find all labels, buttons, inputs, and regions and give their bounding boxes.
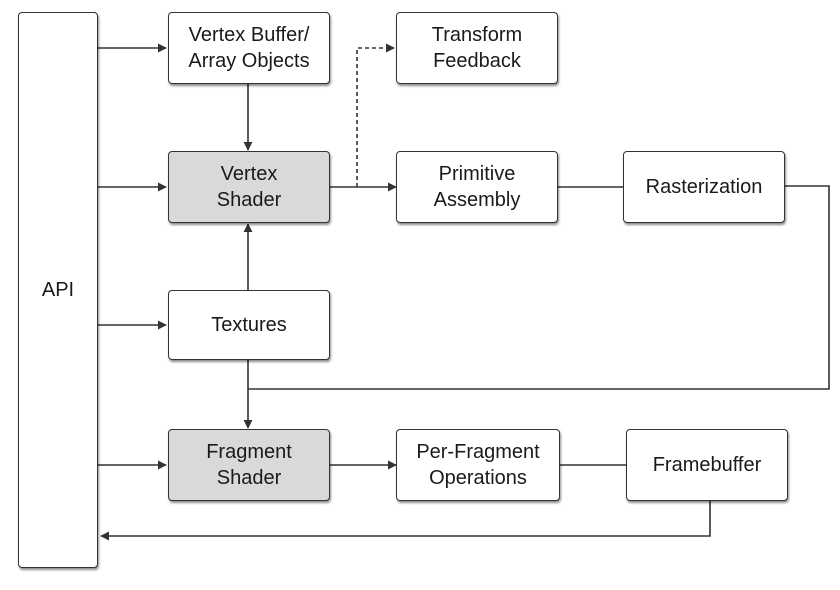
edge-rasterization-fragment-shader: [248, 185, 830, 390]
vertex-buffer-array-objects-box: Vertex Buffer/ Array Objects: [168, 12, 330, 84]
fragment-shader-box: Fragment Shader: [168, 429, 330, 501]
vertex-shader-box: Vertex Shader: [168, 151, 330, 223]
primitive-assembly-box: Primitive Assembly: [396, 151, 558, 223]
edge-vertex-shader-transform-feedback: [356, 43, 395, 187]
edge-framebuffer-api: [100, 501, 711, 541]
textures-box: Textures: [168, 290, 330, 360]
rasterization-box: Rasterization: [623, 151, 785, 223]
api-box: API: [18, 12, 98, 568]
transform-feedback-box: Transform Feedback: [396, 12, 558, 84]
framebuffer-box: Framebuffer: [626, 429, 788, 501]
per-fragment-operations-box: Per-Fragment Operations: [396, 429, 560, 501]
